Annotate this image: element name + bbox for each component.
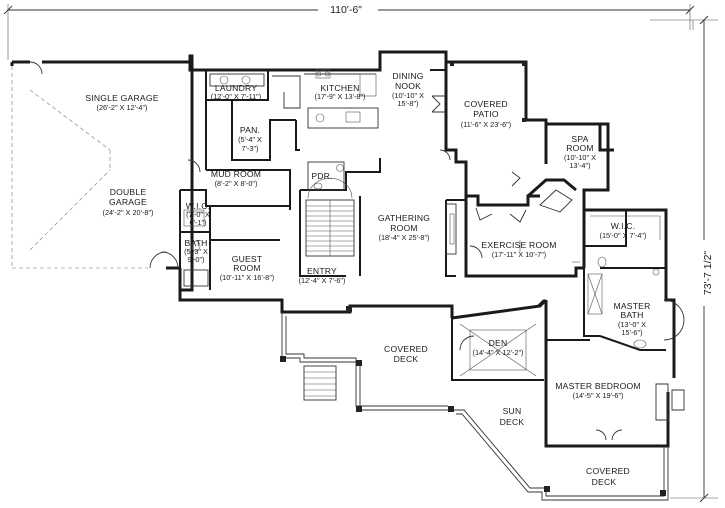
covered-patio-name-2: PATIO (473, 109, 499, 119)
sun-deck-name-1: SUN (503, 406, 522, 416)
dining-table (431, 95, 446, 113)
kitchen-island (307, 107, 379, 129)
guest-bath-dims-2: 9'-0") (188, 255, 205, 264)
den-detail (459, 323, 537, 377)
overall-depth-label: 73'-7 1/2" (702, 251, 714, 296)
master-bath-dims-2: 15'-6") (621, 328, 642, 337)
master-bedroom-name: MASTER BEDROOM (555, 381, 640, 391)
den-name: DEN (489, 338, 508, 348)
master-bedroom-dims: (14'-5" X 19'-6") (573, 391, 624, 400)
wic-shelves (186, 211, 661, 240)
master-bath-dims-1: (13'-0" X (618, 320, 646, 329)
spa-room-dims-1: (10'-10" X (564, 153, 596, 162)
patio-posts (450, 62, 526, 122)
gathering-room-name-1: GATHERING (378, 213, 430, 223)
rear-decks (452, 409, 669, 501)
front-steps (303, 365, 337, 401)
guest-bath-dims-1: (5'-3" X (184, 247, 208, 256)
covered-patio-name-1: COVERED (464, 99, 508, 109)
guest-bath-fixtures (183, 209, 209, 287)
sun-deck-name-2: DECK (500, 417, 525, 427)
spa-room-name-1: SPA (571, 134, 588, 144)
covered-patio-dims: (11'-6" X 23'-6") (461, 120, 511, 129)
fireplace (445, 203, 457, 255)
rear-covered-deck-name-1: COVERED (586, 466, 630, 476)
spa-room-walls (527, 122, 610, 213)
exercise-room-dims: (17'-11" X 10'-7") (492, 250, 546, 259)
single-garage-dims: (26'-2" X 12'-4") (97, 103, 148, 112)
gathering-room-dims: (18'-4" X 25'-8") (379, 233, 430, 242)
front-covered-deck-name-1: COVERED (384, 344, 428, 354)
spa-room-name-2: ROOM (566, 143, 594, 153)
door-swings (161, 149, 623, 441)
garage-area (10, 54, 194, 292)
front-covered-deck-name-2: DECK (394, 354, 419, 364)
guest-room-name-2: ROOM (233, 263, 261, 273)
den-dims: (14'-4" X 12'-2") (473, 348, 524, 357)
stairs (305, 177, 355, 257)
master-bath-fixtures (587, 256, 685, 349)
master-wic-name: W.I.C. (611, 221, 636, 231)
kitchen-dims: (17'-9" X 13'-8") (315, 92, 366, 101)
mud-room-dims: (8'-2" X 8'-0") (215, 179, 258, 188)
double-garage-name-1: DOUBLE (110, 187, 147, 197)
guest-bath-name: BATH (184, 238, 207, 248)
guest-room-dims: (10'-11" X 16'-8") (220, 273, 274, 282)
pantry-dims-2: 7'-3") (242, 144, 259, 153)
double-garage-dims: (24'-2" X 20'-8") (103, 208, 154, 217)
mud-room-name: MUD ROOM (211, 169, 261, 179)
master-bath-name-2: BATH (620, 310, 643, 320)
overall-width-label: 110'-6" (330, 4, 362, 16)
laundry-counters (209, 73, 265, 87)
guest-wic-name: W.I.C. (186, 201, 211, 211)
guest-wic-dims-1: (7'-0" X (186, 210, 210, 219)
front-covered-deck (280, 306, 454, 412)
rear-covered-deck-name-2: DECK (592, 477, 617, 487)
pantry-name: PAN. (240, 125, 260, 135)
depth-dimension-line (650, 15, 718, 503)
window-marks (519, 240, 685, 421)
dining-nook-dims-1: (10'-10" X (392, 91, 424, 100)
pantry-dims-1: (5'-4" X (238, 135, 262, 144)
kitchen-counters (272, 69, 377, 109)
spa-room-dims-2: 13'-4") (569, 161, 590, 170)
exercise-room-name: EXERCISE ROOM (481, 240, 556, 250)
dining-nook-name-2: NOOK (395, 81, 421, 91)
exercise-windows (475, 171, 527, 223)
pdr-name: PDR. (311, 171, 332, 181)
entry-name: ENTRY (307, 266, 337, 276)
gathering-room-name-2: ROOM (390, 223, 418, 233)
powder-room-fixtures (307, 161, 345, 191)
laundry-dims: (12'-0" X 7'-11") (211, 92, 261, 101)
guest-room-name-1: GUEST (232, 254, 263, 264)
double-garage-name-2: GARAGE (109, 197, 147, 207)
dining-nook-dims-2: 15'-8") (397, 99, 418, 108)
kitchen-name: KITCHEN (320, 83, 359, 93)
guest-wic-dims-2: 6'-1") (190, 218, 207, 227)
dining-nook-name-1: DINING (392, 71, 423, 81)
entry-dims: (12'-4" X 7'-6") (299, 276, 346, 285)
master-bath-name-1: MASTER (613, 301, 650, 311)
width-dimension-line (3, 3, 695, 60)
laundry-name: LAUNDRY (215, 83, 257, 93)
master-wic-dims: (15'-0" X 7'-4") (600, 231, 647, 240)
single-garage-name: SINGLE GARAGE (85, 93, 158, 103)
